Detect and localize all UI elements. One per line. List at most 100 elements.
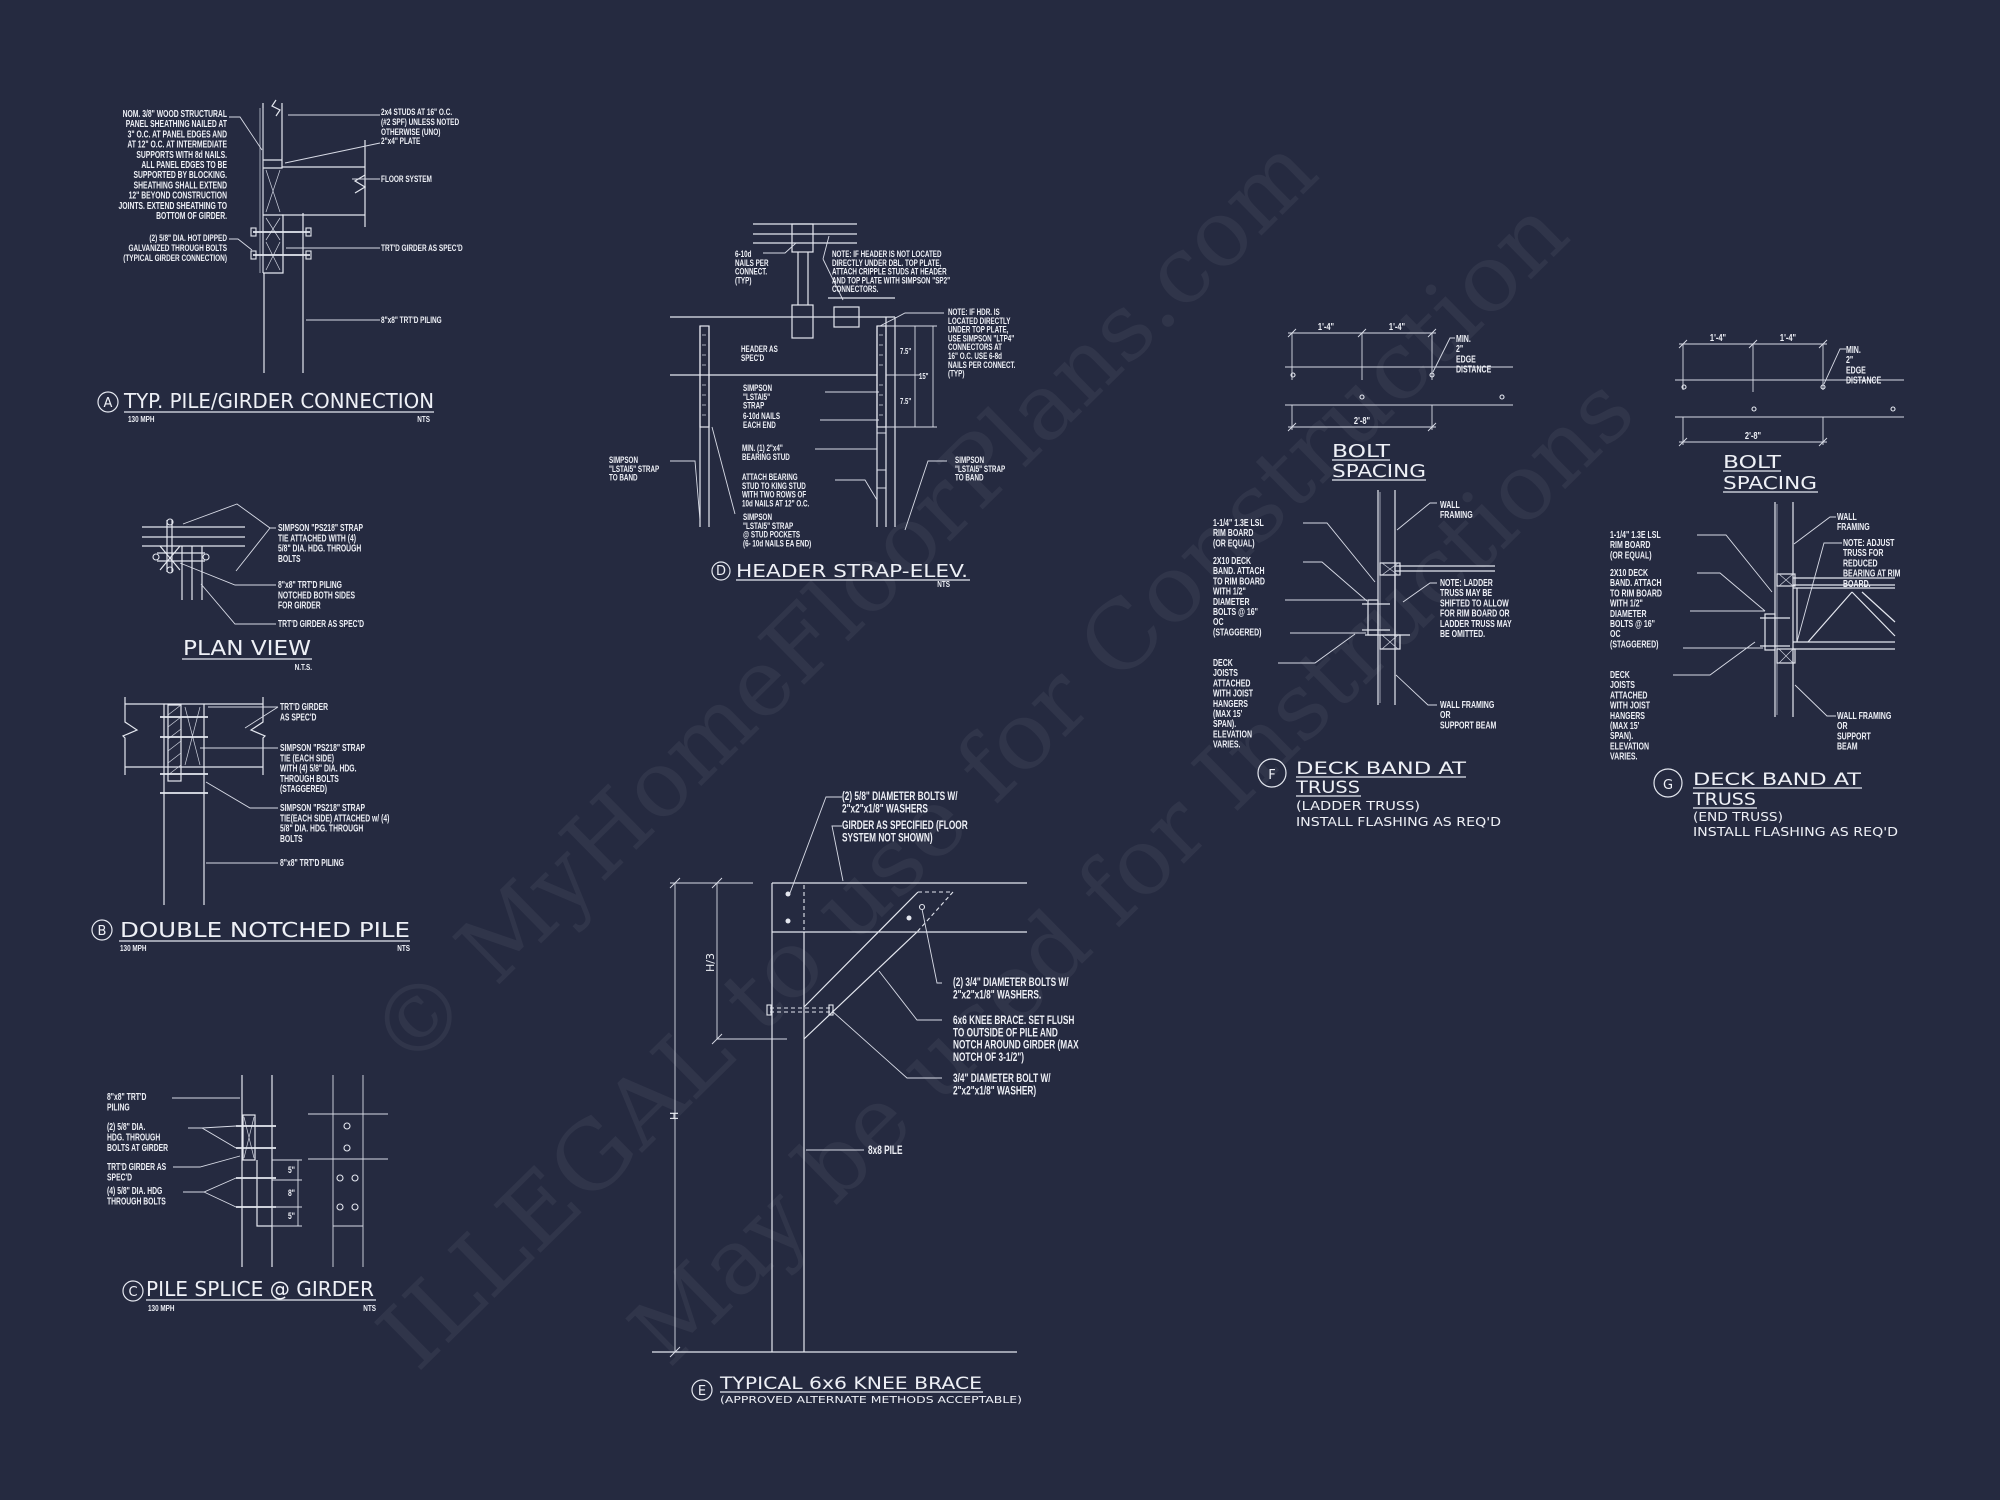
note-a-plate: 2"x4" PLATE: [381, 136, 421, 147]
note-plan-strap-line-wrap: BOLTS: [278, 553, 301, 565]
note-f-ladder-truss-line-wrap: BE OMITTED.: [1440, 628, 1485, 640]
note-a-sheathing-line: JOINTS. EXTEND SHEATHING TO: [118, 199, 227, 211]
detail-c-wind-speed-line-wrap: 130 MPH: [148, 1303, 175, 1313]
note-e-knee-brace-line: NOTCH AROUND GIRDER (MAX: [953, 1039, 1079, 1052]
note-d-band-right-line: "LSTAI5" STRAP: [955, 464, 1005, 474]
note-e-bolts-3-4-line-wrap: 2"x2"x1/8" WASHERS.: [953, 989, 1041, 1002]
note-f-deck-band-line-wrap: OC: [1213, 616, 1223, 628]
note-g-wall-framing-line: WALL: [1837, 511, 1857, 523]
note-g-adjust-truss-line-wrap: REDUCED: [1843, 557, 1878, 569]
note-e-girder-line-wrap: GIRDER AS SPECIFIED (FLOOR: [842, 820, 968, 833]
note-f-deck-band-line: OC: [1213, 616, 1223, 628]
note-g-adjust-truss-line: BOARD.: [1843, 578, 1871, 590]
detail-g-title-line-1: DECK BAND AT: [1693, 770, 1862, 790]
note-f-wall-framing-line: FRAMING: [1440, 509, 1473, 521]
detail-a-title: TYP. PILE/GIRDER CONNECTION: [123, 389, 434, 413]
note-g-deck-band-line: DIAMETER: [1610, 608, 1647, 620]
note-b-girder-line: TRT'D GIRDER: [280, 701, 328, 713]
detail-f-title-block: F DECK BAND AT TRUSS (LADDER TRUSS) INST…: [1257, 441, 1501, 829]
note-a-sheathing-line-wrap: BOTTOM OF GIRDER.: [156, 210, 227, 222]
note-f-deck-joists-line: ELEVATION: [1213, 728, 1252, 740]
note-g-adjust-truss-line-wrap: BOARD.: [1843, 578, 1871, 590]
note-d-attach-line-wrap: STUD TO KING STUD: [742, 481, 806, 491]
note-f-rim-board-line: 1-1/4" 1.3E LSL: [1213, 517, 1264, 529]
note-b-strap-line-wrap: SIMPSON "PS218" STRAP: [280, 742, 365, 754]
note-d-band-right-line-wrap: TO BAND: [955, 472, 984, 482]
note-e-girder-line: GIRDER AS SPECIFIED (FLOOR: [842, 820, 968, 833]
note-d-stud-pockets-line-wrap: @ STUD POCKETS: [743, 529, 800, 539]
note-a-studs-line: (#2 SPF) UNLESS NOTED: [381, 117, 459, 128]
note-plan-strap-line-wrap: TIE ATTACHED WITH (4): [278, 532, 356, 544]
note-f-ladder-truss-line-wrap: SHIFTED TO ALLOW: [1440, 597, 1509, 609]
detail-d-title-block: D HEADER STRAP-ELEV.: [711, 561, 970, 582]
note-c-bolts-girder-line: BOLTS AT GIRDER: [107, 1142, 168, 1154]
detail-g-marker-circle: [1653, 768, 1683, 798]
note-f-deck-joists-line: SPAN).: [1213, 718, 1236, 730]
detail-g-title-block: G DECK BAND AT TRUSS (END TRUSS) INSTALL…: [1653, 452, 1898, 839]
detail-f-marker-circle: [1257, 758, 1287, 788]
note-d-header-not-located-line-wrap: DIRECTLY UNDER DBL. TOP PLATE,: [832, 258, 941, 268]
note-a-sheathing-line-wrap: SUPPORTS WITH 8d NAILS.: [136, 148, 227, 160]
note-g-deck-band-line: OC: [1610, 628, 1620, 640]
note-a-bolts-line: (2) 5/8" DIA. HOT DIPPED: [149, 233, 227, 244]
note-f-deck-band-line-wrap: 2X10 DECK: [1213, 555, 1252, 567]
note-g-deck-joists-line: HANGERS: [1610, 710, 1645, 722]
note-g-adjust-truss-line: BEARING AT RIM: [1843, 567, 1901, 579]
note-d-nails-end-line-wrap: 6-10d NAILS: [743, 411, 780, 421]
note-d-stud-pockets-line-wrap: SIMPSON: [743, 512, 772, 522]
note-g-deck-joists-line-wrap: HANGERS: [1610, 710, 1645, 722]
note-plan-piling-line: 8"x8" TRT'D PILING: [278, 579, 342, 591]
detail-b-wind-speed-line-wrap: 130 MPH: [120, 943, 147, 953]
note-g-deck-joists-line-wrap: ATTACHED: [1610, 689, 1647, 701]
note-f-deck-band-line-wrap: TO RIM BOARD: [1213, 575, 1265, 587]
note-a-sheathing-line: SUPPORTED BY BLOCKING.: [133, 169, 227, 181]
note-b-strap-attached-line-wrap: BOLTS: [280, 833, 303, 845]
detail-d-marker: D: [716, 564, 726, 579]
note-d-hdr-located-line-wrap: 16" O.C. USE 6-8d: [948, 351, 1002, 361]
note-a-sheathing-line-wrap: JOINTS. EXTEND SHEATHING TO: [118, 199, 227, 211]
note-f-deck-joists-line-wrap: WITH JOIST: [1213, 687, 1254, 699]
note-g-deck-band-line: WITH 1/2": [1610, 597, 1643, 609]
note-g-deck-band-line-wrap: BAND. ATTACH: [1610, 577, 1662, 589]
note-a-studs-line-wrap: OTHERWISE (UNO): [381, 127, 441, 138]
note-f-deck-band-line-wrap: DIAMETER: [1213, 596, 1250, 608]
note-d-attach-line-wrap: ATTACH BEARING: [742, 472, 798, 482]
note-c-girder-line-wrap: SPEC'D: [107, 1171, 132, 1183]
plan-view-scale: N.T.S.: [295, 662, 312, 672]
note-b-girder-line-wrap: TRT'D GIRDER: [280, 701, 328, 713]
note-d-stud-pockets-line-wrap: (6- 10d NAILS EA END): [743, 538, 812, 548]
note-a-sheathing-line: BOTTOM OF GIRDER.: [156, 210, 227, 222]
detail-f-title-line-2: TRUSS: [1295, 778, 1360, 798]
note-f-rim-board-line-wrap: RIM BOARD: [1213, 527, 1253, 539]
note-g-support-beam-line-wrap: WALL FRAMING: [1837, 710, 1892, 722]
detail-b-scale: NTS: [397, 943, 410, 953]
note-g-deck-joists-line-wrap: (MAX 15': [1610, 720, 1639, 732]
note-c-bolts-girder-line-wrap: BOLTS AT GIRDER: [107, 1142, 168, 1154]
detail-a-scale-line-wrap: NTS: [417, 414, 430, 424]
note-a-sheathing-line: ALL PANEL EDGES TO BE: [141, 159, 227, 171]
note-e-bolt-3-4-line: 3/4" DIAMETER BOLT W/: [953, 1073, 1051, 1086]
note-g-wall-framing-line: FRAMING: [1837, 521, 1870, 533]
note-c-girder-line: SPEC'D: [107, 1171, 132, 1183]
note-d-band-right-line-wrap: "LSTAI5" STRAP: [955, 464, 1005, 474]
note-f-deck-joists-line: ATTACHED: [1213, 677, 1250, 689]
detail-d-scale-line-wrap: NTS: [937, 579, 950, 589]
note-f-edge-distance-line: DISTANCE: [1456, 363, 1491, 375]
note-f-deck-band-line-wrap: BAND. ATTACH: [1213, 565, 1265, 577]
note-e-bolts-5-8-line: 2"x2"x1/8" WASHERS: [842, 803, 928, 816]
note-g-rim-board-line: RIM BOARD: [1610, 539, 1650, 551]
note-g-edge-distance-line-wrap: 2": [1846, 354, 1853, 366]
detail-f-bolt-spacing-drawing: [1285, 328, 1513, 481]
note-g-deck-joists-line-wrap: SPAN).: [1610, 730, 1633, 742]
note-b-piling-line-wrap: 8"x8" TRT'D PILING: [280, 857, 344, 869]
note-c-bolts-line-wrap: (4) 5/8" DIA. HDG: [107, 1185, 163, 1197]
dim-g-2-8: 2'-8": [1745, 430, 1761, 441]
note-d-nails-line: 6-10d: [735, 249, 752, 259]
note-a-sheathing-line: 12" BEYOND CONSTRUCTION: [129, 189, 227, 201]
note-b-strap-attached-line-wrap: 5/8" DIA. HDG. THROUGH: [280, 822, 363, 834]
note-a-piling: 8"x8" TRT'D PILING: [381, 315, 442, 326]
note-d-stud-pockets-line: (6- 10d NAILS EA END): [743, 538, 812, 548]
note-f-wall-framing-line-wrap: WALL: [1440, 499, 1460, 511]
note-d-nails-end-line: 6-10d NAILS: [743, 411, 780, 421]
